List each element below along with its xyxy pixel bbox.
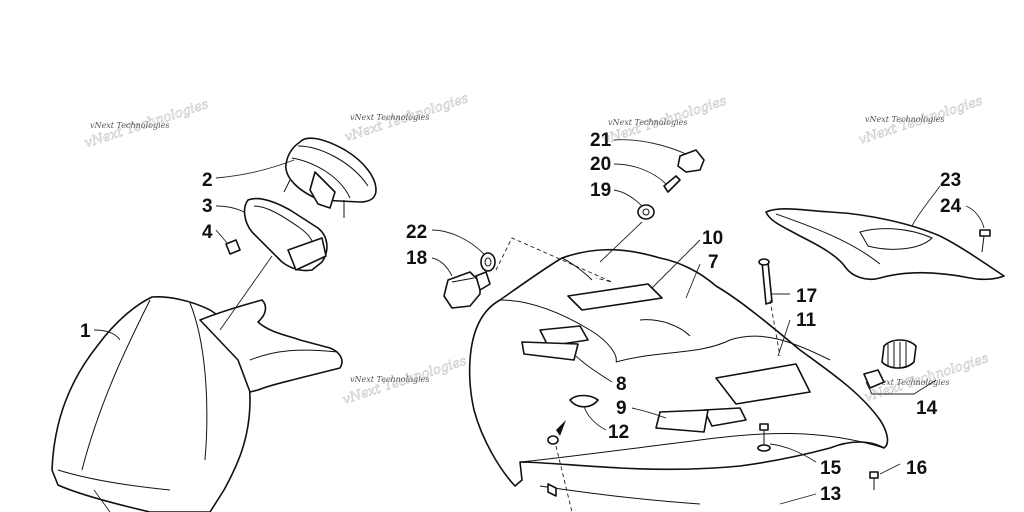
callout-12: 12 <box>608 422 629 443</box>
leader-lines <box>93 139 985 512</box>
part-19-grommet <box>637 204 655 220</box>
part-14-socket <box>863 339 917 389</box>
callout-7: 7 <box>708 252 719 273</box>
part-2-gauge <box>283 137 377 218</box>
callout-20: 20 <box>590 154 611 175</box>
callout-13: 13 <box>820 484 841 505</box>
part-12-plug <box>569 394 599 408</box>
part-13-lower <box>539 483 701 505</box>
part-10-pad <box>567 283 663 311</box>
part-3-bezel <box>243 197 328 272</box>
callout-3: 3 <box>202 196 213 217</box>
part-1-fender <box>51 296 343 512</box>
callout-8: 8 <box>616 374 627 395</box>
callout-10: 10 <box>702 228 723 249</box>
callout-4: 4 <box>202 222 213 243</box>
callout-9: 9 <box>616 398 627 419</box>
callout-14: 14 <box>916 398 938 419</box>
watermark-text-3: vNext Technologies <box>608 118 687 127</box>
watermark-4: vNext Technologies vNext Technologies <box>857 93 985 148</box>
callout-21: 21 <box>590 130 612 151</box>
watermark-text-4: vNext Technologies <box>865 115 944 124</box>
part-11-pad <box>715 363 811 405</box>
part-7-hood <box>468 248 889 487</box>
watermark-text-8: vNext Technologies <box>870 378 949 387</box>
callout-22: 22 <box>406 222 427 243</box>
callout-24: 24 <box>940 196 962 217</box>
part-16-bolt <box>869 471 879 490</box>
watermark-text-2: vNext Technologies <box>350 113 429 122</box>
part-9-pad <box>655 409 709 433</box>
callout-23: 23 <box>940 170 961 191</box>
callout-1: 1 <box>80 321 91 342</box>
callout-17: 17 <box>796 286 817 307</box>
part-20-screw <box>663 175 681 193</box>
callout-11: 11 <box>796 310 817 331</box>
part-23-panel <box>765 208 1005 281</box>
part-4-nut <box>225 239 241 255</box>
part-21-cap <box>677 149 705 173</box>
watermark-2: vNext Technologies vNext Technologies <box>343 91 471 146</box>
callout-2: 2 <box>202 170 213 191</box>
watermark-text-6: vNext Technologies <box>350 375 429 384</box>
part-17-bolt <box>758 258 773 305</box>
watermark-1: vNext Technologies vNext Technologies <box>83 97 211 152</box>
part-15-bolt <box>757 423 771 452</box>
part-8-pad <box>521 341 579 361</box>
part-24-bolt <box>979 229 991 253</box>
watermark-text-1: vNext Technologies <box>90 121 169 130</box>
arrow-marker <box>547 420 566 445</box>
callout-15: 15 <box>820 458 842 479</box>
part-18-switch <box>443 271 491 309</box>
part-22-washer <box>480 252 496 272</box>
callout-16: 16 <box>906 458 927 479</box>
callout-19: 19 <box>590 180 611 201</box>
watermark-6: vNext Technologies vNext Technologies <box>341 353 469 408</box>
callout-18: 18 <box>406 248 427 269</box>
callouts: 1 2 3 4 7 8 9 10 11 12 13 14 15 16 17 18… <box>80 130 962 505</box>
